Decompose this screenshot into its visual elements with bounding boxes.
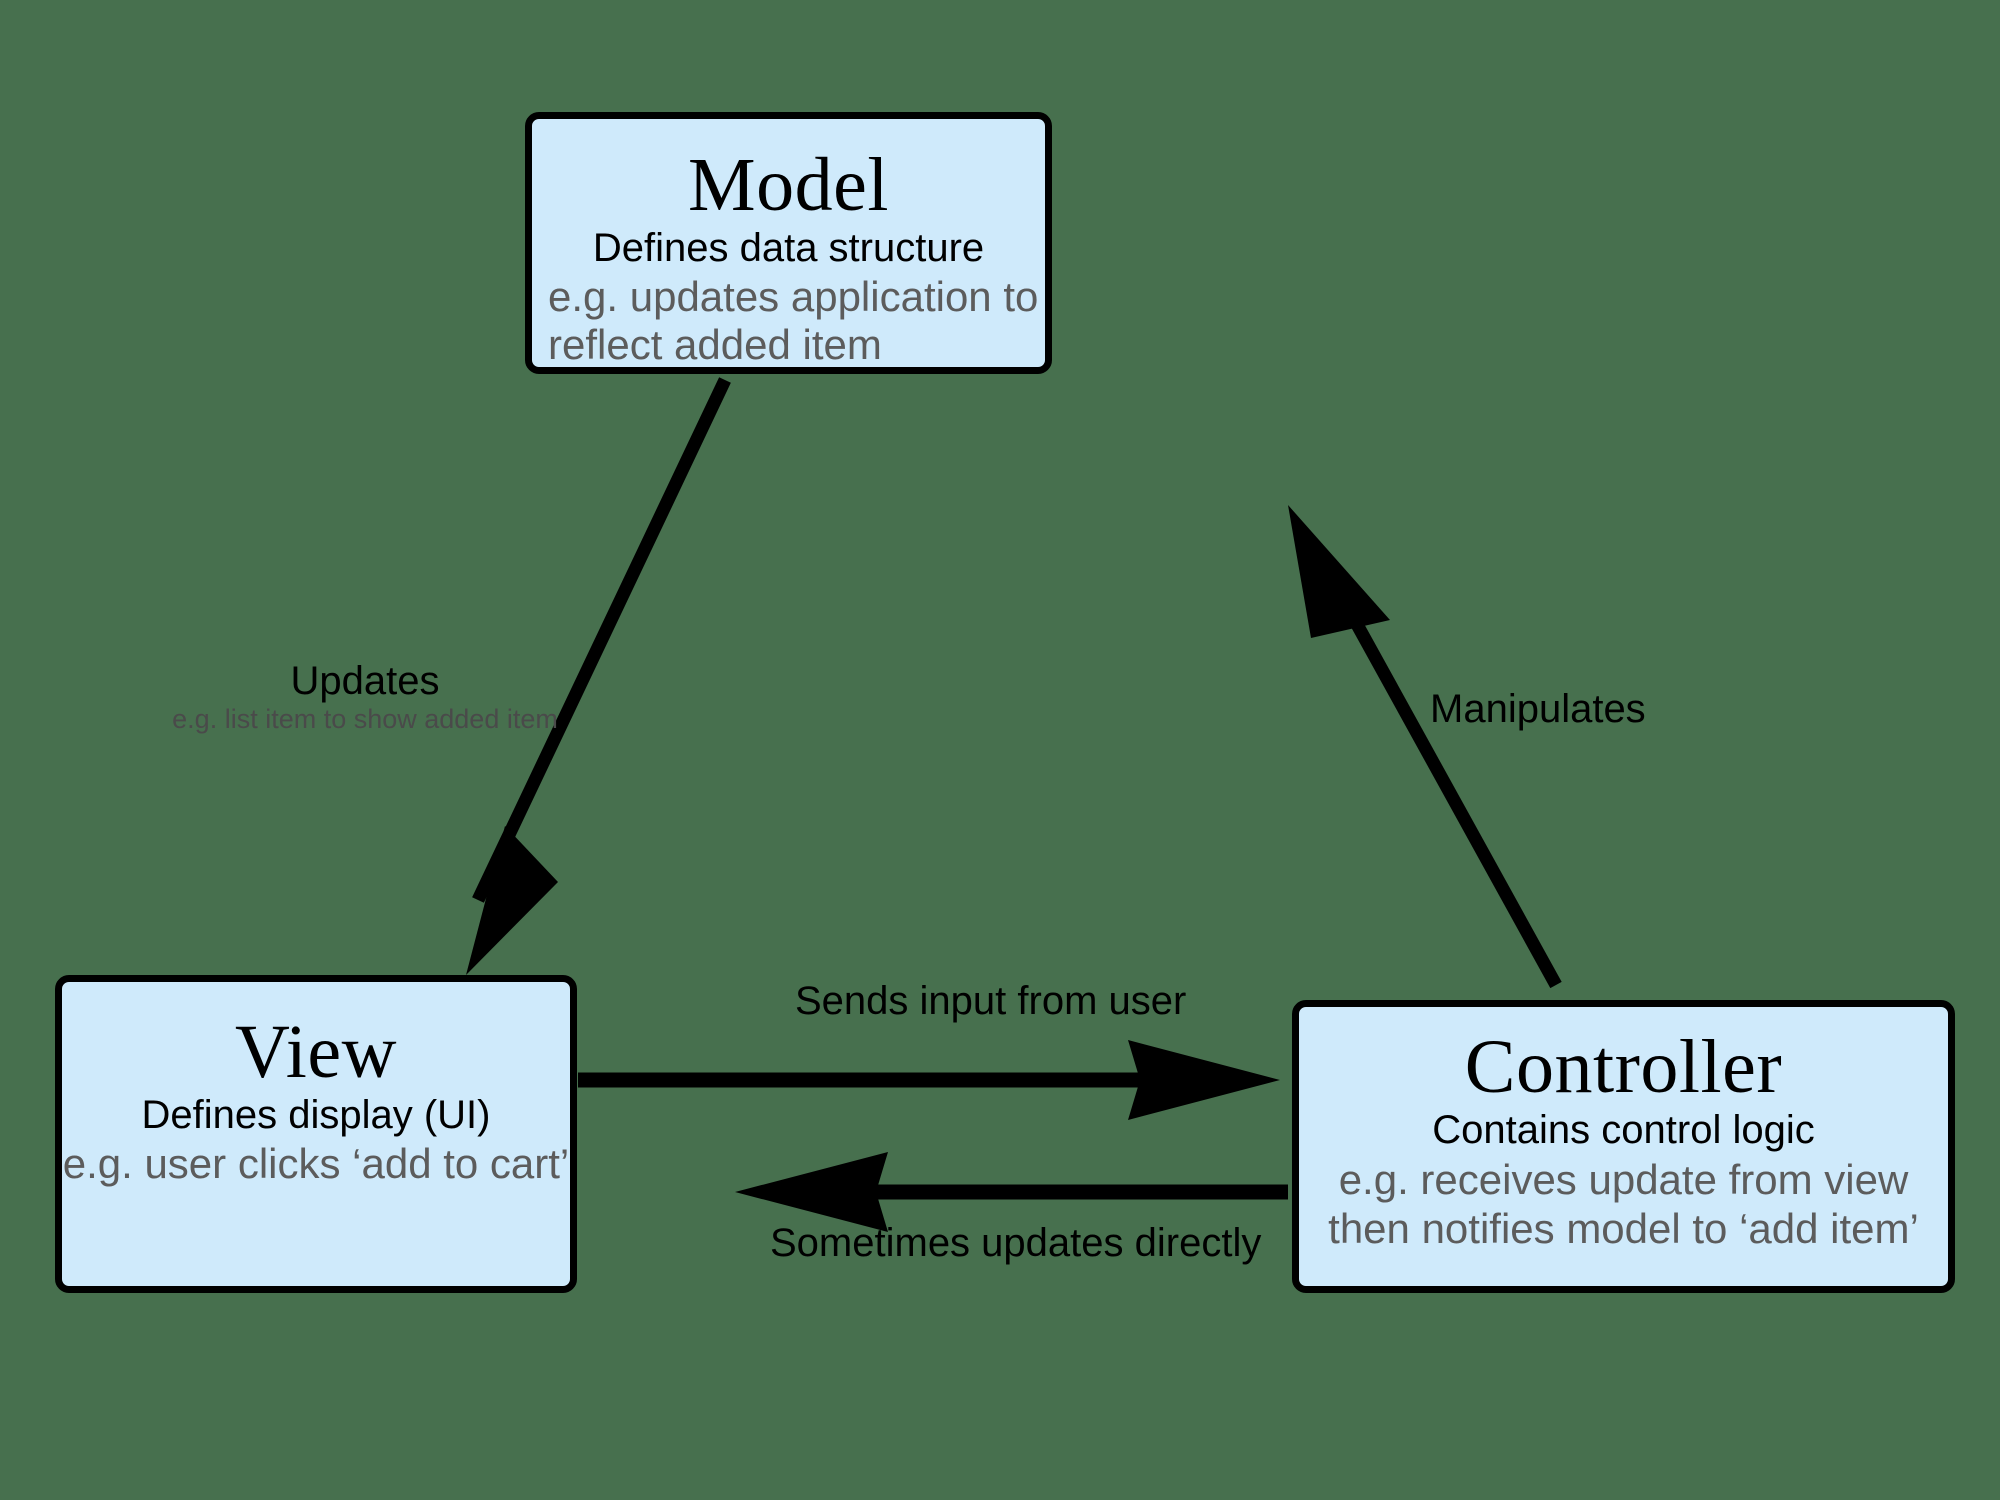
edge-label-updates-example: e.g. list item to show added item: [172, 704, 558, 735]
arrow-controller-to-view: [735, 1152, 1288, 1232]
node-view-title: View: [234, 1010, 398, 1094]
edge-label-sends-input-main: Sends input from user: [795, 979, 1187, 1023]
node-controller[interactable]: Controller Contains control logic e.g. r…: [1292, 1000, 1955, 1293]
edge-label-updates-main: Updates: [290, 659, 440, 703]
node-model-example: e.g. updates application to reflect adde…: [548, 272, 1039, 369]
node-view-example: e.g. user clicks ‘add to cart’: [62, 1139, 570, 1187]
node-controller-example-line2: then notifies model to ‘add item’: [1328, 1205, 1919, 1253]
arrow-view-to-controller: [578, 1040, 1280, 1120]
node-model-title: Model: [688, 143, 889, 227]
node-model[interactable]: Model Defines data structure e.g. update…: [525, 112, 1052, 374]
node-controller-subtitle: Contains control logic: [1432, 1107, 1815, 1152]
node-controller-example-line1: e.g. receives update from view: [1338, 1155, 1909, 1203]
edge-label-sometimes-updates: Sometimes updates directly: [770, 1221, 1262, 1265]
edge-label-sends-input: Sends input from user: [795, 979, 1187, 1023]
node-view[interactable]: View Defines display (UI) e.g. user clic…: [55, 975, 577, 1293]
edge-label-sometimes-updates-main: Sometimes updates directly: [770, 1221, 1262, 1265]
edge-label-updates: Updates e.g. list item to show added ite…: [170, 659, 560, 735]
arrow-controller-to-model: [1288, 505, 1562, 989]
edge-label-manipulates: Manipulates: [1430, 687, 1646, 731]
node-controller-title: Controller: [1464, 1025, 1783, 1109]
node-view-subtitle: Defines display (UI): [141, 1092, 491, 1137]
edge-label-manipulates-main: Manipulates: [1430, 687, 1646, 731]
node-model-subtitle: Defines data structure: [592, 225, 985, 270]
